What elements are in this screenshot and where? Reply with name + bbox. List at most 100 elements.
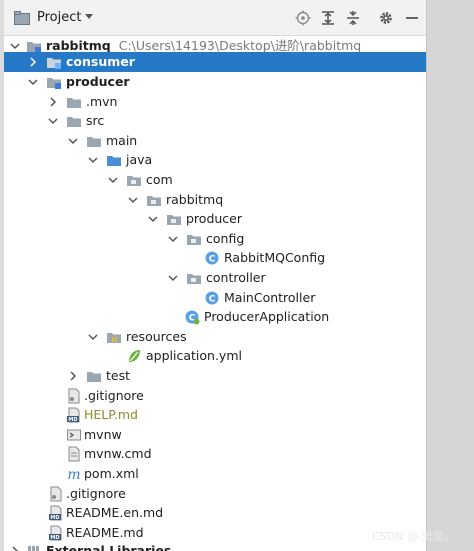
tree-row-rabbitmq-root[interactable]: rabbitmq C:\Users\14193\Desktop\进阶\rabbit… <box>4 36 426 56</box>
module-folder-icon <box>47 78 61 89</box>
gitignore-file-icon <box>50 486 62 502</box>
tree-row-producer-module[interactable]: producer <box>4 72 426 92</box>
tree-row-label: consumer <box>66 54 135 69</box>
tree-row-com[interactable]: com <box>4 170 426 190</box>
chevron-down-icon[interactable] <box>108 175 118 185</box>
tree-row-label: mvnw.cmd <box>84 446 152 462</box>
tree-row-maincontroller[interactable]: C MainController <box>4 288 426 308</box>
tree-row-label: External Libraries <box>46 543 172 551</box>
tree-row-producerapplication[interactable]: C ProducerApplication <box>4 307 426 327</box>
chevron-down-icon[interactable] <box>148 214 158 224</box>
tree-row-readme-md[interactable]: MD README.md <box>4 523 426 543</box>
tree-row-gitignore-root[interactable]: .gitignore <box>4 484 426 504</box>
java-class-icon: C <box>205 291 219 305</box>
left-tool-strip <box>0 0 4 551</box>
package-icon <box>167 215 181 226</box>
tree-row-label: resources <box>126 328 187 344</box>
libraries-icon <box>28 546 39 551</box>
tree-row-label: rabbitmq <box>46 38 111 53</box>
chevron-right-icon[interactable] <box>28 57 38 67</box>
folder-icon <box>67 117 81 128</box>
project-tree: rabbitmq C:\Users\14193\Desktop\进阶\rabbit… <box>4 36 426 551</box>
tree-row-producer-package[interactable]: producer <box>4 209 426 229</box>
tree-row-label: src <box>86 113 105 129</box>
shell-file-icon <box>67 429 81 441</box>
svg-text:C: C <box>189 314 196 324</box>
chevron-down-icon[interactable] <box>10 41 20 51</box>
tree-row-label: test <box>106 368 131 383</box>
project-tool-window-header: Project <box>4 0 426 36</box>
chevron-right-icon[interactable] <box>48 97 58 107</box>
tree-row-application-yml[interactable]: application.yml <box>4 346 426 366</box>
project-view-title[interactable]: Project <box>37 10 82 25</box>
tree-row-resources[interactable]: resources <box>4 327 426 347</box>
tree-row-label: MainController <box>224 289 316 305</box>
chevron-down-icon[interactable] <box>88 155 98 165</box>
tree-row-controller[interactable]: controller <box>4 268 426 288</box>
tree-row-label: config <box>206 230 245 246</box>
spring-boot-class-icon: C <box>185 310 200 325</box>
tree-row-pom-xml[interactable]: m pom.xml <box>4 464 426 484</box>
tree-row-readme-en-md[interactable]: MD README.en.md <box>4 503 426 523</box>
tree-row-label: producer <box>186 211 243 227</box>
expand-all-icon[interactable] <box>320 10 336 26</box>
chevron-down-icon[interactable] <box>68 136 78 146</box>
gear-icon[interactable] <box>378 10 394 26</box>
gitignore-file-icon <box>68 388 80 404</box>
chevron-down-icon[interactable] <box>88 332 98 342</box>
tree-row-label: main <box>106 132 138 148</box>
markdown-file-icon: MD <box>67 407 80 423</box>
tree-row-gitignore-producer[interactable]: .gitignore <box>4 386 426 406</box>
spring-config-icon <box>129 350 140 363</box>
tree-row-label: java <box>126 152 153 168</box>
collapse-all-icon[interactable] <box>345 10 361 26</box>
project-folder-icon <box>14 11 30 25</box>
module-folder-icon <box>47 58 61 69</box>
tree-row-rabbitmqconfig[interactable]: C RabbitMQConfig <box>4 248 426 268</box>
tree-row-mvn[interactable]: .mvn <box>4 92 426 112</box>
tree-row-config[interactable]: config <box>4 229 426 249</box>
tree-row-label: ProducerApplication <box>204 309 330 325</box>
tree-row-src[interactable]: src <box>4 111 426 131</box>
svg-text:MD: MD <box>50 535 59 541</box>
chevron-down-icon[interactable] <box>128 195 138 205</box>
chevron-down-icon[interactable] <box>168 234 178 244</box>
tree-row-rabbitmq-package[interactable]: rabbitmq <box>4 190 426 210</box>
tree-row-java[interactable]: java <box>4 150 426 170</box>
chevron-down-icon[interactable] <box>168 273 178 283</box>
editor-area-edge <box>426 0 474 551</box>
chevron-down-icon[interactable] <box>48 116 58 126</box>
svg-text:MD: MD <box>50 515 59 521</box>
markdown-file-icon: MD <box>49 505 62 521</box>
java-class-icon: C <box>205 251 219 265</box>
tree-row-mvnw[interactable]: mvnw <box>4 425 426 445</box>
svg-text:m: m <box>67 467 80 482</box>
tree-row-test[interactable]: test <box>4 366 426 386</box>
locate-icon[interactable] <box>295 10 311 26</box>
tree-row-label: RabbitMQConfig <box>224 250 326 266</box>
chevron-right-icon[interactable] <box>10 546 20 551</box>
project-path: C:\Users\14193\Desktop\进阶\rabbitmq <box>118 38 362 53</box>
svg-text:C: C <box>209 255 216 265</box>
hide-minimize-icon[interactable] <box>404 10 420 26</box>
svg-text:MD: MD <box>68 417 77 423</box>
chevron-right-icon[interactable] <box>68 371 78 381</box>
tree-row-help-md[interactable]: MD HELP.md <box>4 405 426 425</box>
watermark: CSDN @-流星。 <box>372 530 455 543</box>
tree-row-main[interactable]: main <box>4 131 426 151</box>
chevron-down-icon[interactable] <box>84 13 94 21</box>
folder-icon <box>87 136 101 147</box>
tree-row-mvnw-cmd[interactable]: mvnw.cmd <box>4 444 426 464</box>
svg-text:C: C <box>209 294 216 304</box>
chevron-down-icon[interactable] <box>28 77 38 87</box>
module-folder-icon <box>27 42 41 53</box>
source-folder-icon <box>107 156 121 167</box>
text-file-icon <box>68 446 80 462</box>
tree-row-external-libraries[interactable]: External Libraries <box>4 541 426 551</box>
tree-row-label: README.md <box>66 524 144 540</box>
tree-row-label: HELP.md <box>84 407 138 423</box>
tree-row-consumer[interactable]: consumer <box>4 52 426 72</box>
tree-row-label: .gitignore <box>66 485 126 501</box>
tree-row-label: com <box>146 172 173 187</box>
tree-row-label: README.en.md <box>66 505 164 521</box>
